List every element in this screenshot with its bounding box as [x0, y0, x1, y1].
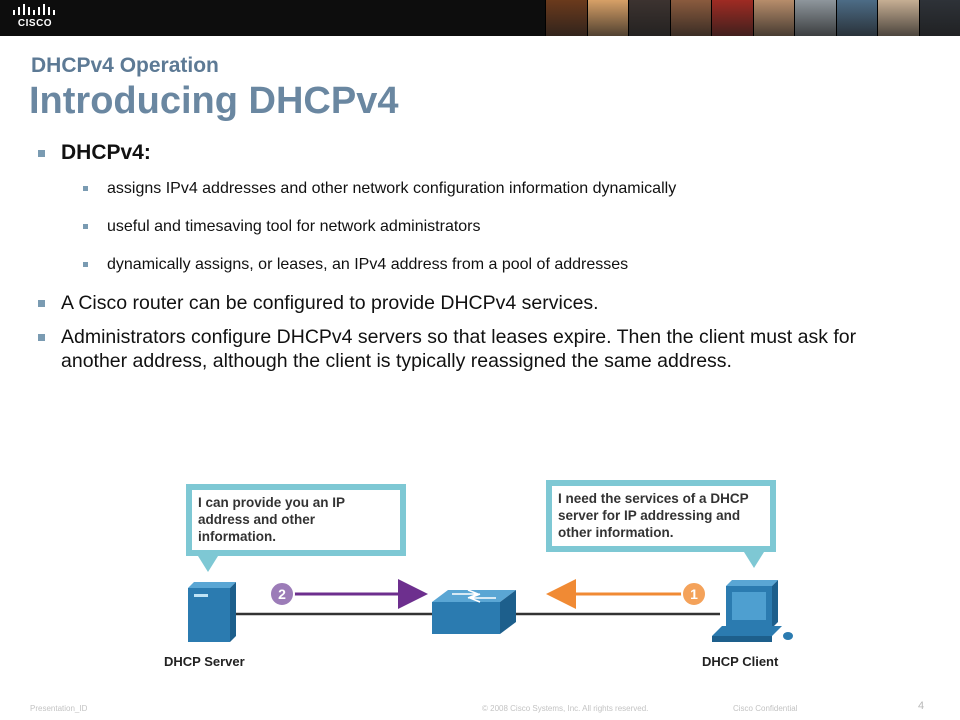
- header-photo: [752, 0, 794, 36]
- header-photo-strip: [545, 0, 960, 36]
- cisco-bars-icon: [13, 4, 55, 15]
- bullet-square-icon: [83, 186, 88, 191]
- client-callout: I need the services of a DHCP server for…: [546, 480, 776, 568]
- bullet-text: DHCPv4:: [61, 141, 151, 164]
- header-photo: [628, 0, 670, 36]
- footer-presentation-id: Presentation_ID: [30, 704, 88, 713]
- dhcp-server-label: DHCP Server: [164, 654, 245, 669]
- server-callout-text: I can provide you an IP address and othe…: [198, 495, 345, 544]
- dhcp-server-icon: [188, 582, 236, 642]
- header-photo: [794, 0, 836, 36]
- header-photo: [918, 0, 960, 36]
- slide-title: Introducing DHCPv4: [29, 80, 399, 122]
- bullet-square-icon: [38, 334, 45, 341]
- bullet-dhcpv4: DHCPv4:: [38, 141, 918, 165]
- network-drawing: 2 1: [188, 579, 793, 642]
- sub-bullet-2: useful and timesaving tool for network a…: [83, 217, 918, 237]
- sub-bullet-text: dynamically assigns, or leases, an IPv4 …: [107, 256, 629, 273]
- header-photo: [586, 0, 628, 36]
- header-photo: [669, 0, 711, 36]
- cisco-logo: CISCO: [10, 4, 60, 32]
- header-photo: [877, 0, 919, 36]
- bullet-square-icon: [83, 262, 88, 267]
- bullet-square-icon: [83, 224, 88, 229]
- bullet-text: Administrators configure DHCPv4 servers …: [61, 326, 857, 372]
- step-2-badge: 2: [269, 581, 295, 607]
- footer-copyright: © 2008 Cisco Systems, Inc. All rights re…: [482, 704, 649, 713]
- header-photo: [545, 0, 587, 36]
- step-2-number: 2: [278, 586, 286, 602]
- bullet-lease-expire: Administrators configure DHCPv4 servers …: [38, 325, 881, 373]
- bullet-text: A Cisco router can be configured to prov…: [61, 292, 599, 314]
- sub-bullet-3: dynamically assigns, or leases, an IPv4 …: [83, 255, 918, 275]
- footer-confidential: Cisco Confidential: [733, 704, 798, 713]
- page-number: 4: [918, 700, 925, 712]
- switch-icon: [432, 589, 516, 634]
- header-photo: [835, 0, 877, 36]
- bullet-square-icon: [38, 150, 45, 157]
- sub-bullet-text: useful and timesaving tool for network a…: [107, 218, 481, 235]
- sub-bullet-1: assigns IPv4 addresses and other network…: [83, 179, 918, 199]
- section-title: DHCPv4 Operation: [31, 54, 219, 77]
- dhcp-diagram: I can provide you an IP address and othe…: [160, 476, 800, 676]
- header-bar: CISCO: [0, 0, 960, 36]
- bullet-square-icon: [38, 300, 45, 307]
- bullet-cisco-router: A Cisco router can be configured to prov…: [38, 291, 918, 315]
- dhcp-client-icon: [712, 580, 793, 642]
- cisco-logo-text: CISCO: [17, 18, 53, 29]
- bullet-list: DHCPv4: assigns IPv4 addresses and other…: [38, 141, 918, 373]
- client-callout-text: I need the services of a DHCP server for…: [558, 491, 749, 540]
- header-photo: [711, 0, 753, 36]
- step-1-number: 1: [690, 586, 698, 602]
- server-callout: I can provide you an IP address and othe…: [186, 484, 406, 572]
- sub-bullet-text: assigns IPv4 addresses and other network…: [107, 180, 677, 197]
- dhcp-client-label: DHCP Client: [702, 654, 779, 669]
- step-1-badge: 1: [681, 581, 707, 607]
